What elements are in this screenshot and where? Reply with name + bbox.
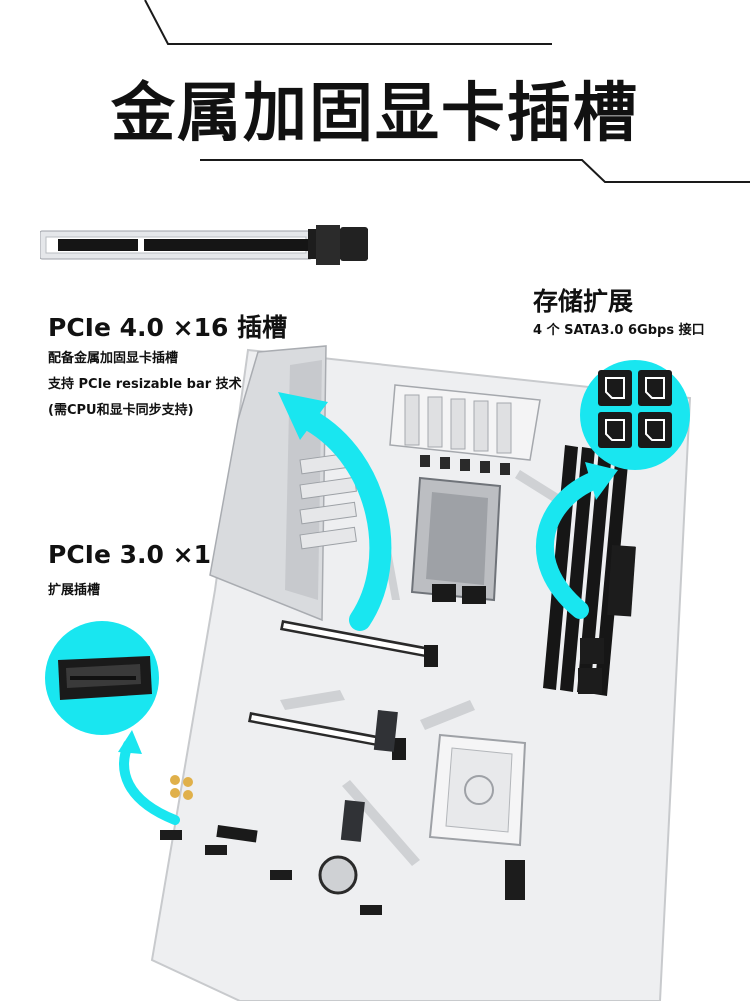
- pcie-x1-slot-icon: [58, 656, 152, 700]
- storage-sub: 4 个 SATA3.0 6Gbps 接口: [533, 323, 705, 338]
- pcie-x16-slot-image: [40, 225, 368, 265]
- pcie1-heading: PCIe 3.0 ×1: [48, 540, 211, 569]
- storage-heading: 存储扩展: [533, 287, 634, 316]
- pcie16-line-2: 支持 PCIe resizable bar 技术: [48, 377, 242, 392]
- pcie16-heading: PCIe 4.0 ×16 插槽: [48, 313, 288, 342]
- pcie1-sub: 扩展插槽: [48, 583, 101, 598]
- page-title: 金属加固显卡插槽: [111, 77, 639, 151]
- pcie16-line-1: 配备金属加固显卡插槽: [48, 351, 179, 366]
- sata-callout-circle: [580, 360, 690, 470]
- pcie16-line-3: (需CPU和显卡同步支持): [48, 403, 194, 418]
